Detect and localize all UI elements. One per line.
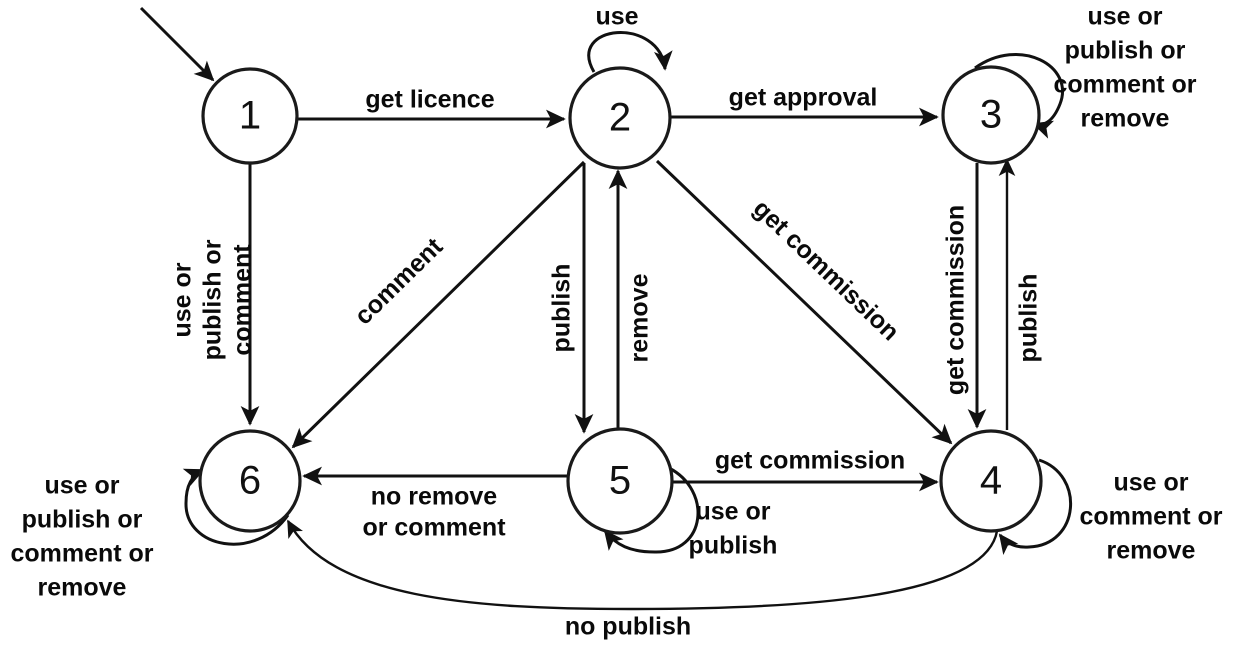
state-node-6[interactable]: 6	[198, 429, 302, 533]
state-circle-4	[939, 429, 1043, 533]
edge-label-1-to-6-line3: comment	[229, 244, 257, 356]
self-loop-label-3-line3: comment or	[1053, 71, 1196, 99]
self-loop-2	[587, 31, 673, 73]
state-circle-5	[566, 427, 674, 535]
self-loop-4	[998, 458, 1072, 556]
edge-label-5-to-6-line2: or comment	[362, 514, 506, 542]
edge-label-get-commission-5-4: get commission	[715, 447, 905, 475]
start-arrow	[139, 6, 215, 82]
edge-label-comment-text: comment	[349, 232, 448, 330]
edge-label-get-commission-3-4: get commission	[942, 205, 970, 395]
edge-label-publish-2-5: publish	[548, 264, 576, 353]
state-circle-1	[201, 67, 299, 165]
state-circle-6	[198, 429, 302, 533]
edge-label-publish-4-3-text: publish	[1015, 274, 1043, 363]
self-loop-label-5-line2: publish	[689, 532, 778, 560]
edge-label-5-to-6-line1: no remove	[371, 483, 498, 511]
state-node-1[interactable]: 1	[201, 67, 299, 165]
self-loop-label-3-line2: publish or	[1065, 37, 1186, 65]
state-node-2[interactable]: 2	[568, 66, 672, 170]
edge-label-use-loop2: use	[595, 3, 638, 31]
self-loop-label-6-line2: publish or	[22, 506, 143, 534]
self-loop-label-5-line1: use or	[695, 498, 770, 526]
state-label-3: 3	[980, 93, 1002, 137]
state-circle-2	[568, 66, 672, 170]
state-label-6: 6	[239, 459, 261, 503]
self-loop-label-6-line4: remove	[38, 574, 127, 602]
self-loop-label-4-line2: comment or	[1079, 503, 1222, 531]
edge-label-comment: comment	[349, 232, 448, 330]
self-loop-label-6-line1: use or	[44, 472, 119, 500]
edge-label-1-to-6-line2: publish or	[199, 239, 227, 360]
state-node-3[interactable]: 3	[941, 65, 1041, 165]
edge-label-get-commission-3-4-text: get commission	[942, 205, 970, 395]
edge-label-no-publish: no publish	[565, 613, 691, 641]
edge-label-publish-4-3: publish	[1015, 274, 1043, 363]
state-label-2: 2	[609, 96, 631, 140]
state-node-5[interactable]: 5	[566, 427, 674, 535]
self-loop-label-4-line1: use or	[1113, 469, 1188, 497]
edge-label-remove-5-2: remove	[626, 273, 654, 362]
edge-label-5-to-6: no remove or comment	[362, 483, 506, 542]
state-label-1: 1	[239, 94, 261, 138]
edge-label-1-to-6: use or publish or comment	[169, 239, 257, 360]
self-loop-label-6-line3: comment or	[10, 540, 153, 568]
edge-4-to-6	[286, 519, 999, 611]
self-loop-3	[974, 53, 1064, 139]
state-label-4: 4	[980, 459, 1002, 503]
state-label-5: 5	[609, 459, 631, 503]
edge-label-remove-5-2-text: remove	[626, 273, 654, 362]
self-loop-6	[182, 468, 290, 546]
self-loop-label-5: use or publish	[689, 498, 778, 560]
edge-label-publish-2-5-text: publish	[548, 264, 576, 353]
self-loop-label-6: use or publish or comment or remove	[10, 472, 153, 602]
self-loop-label-3-line1: use or	[1087, 3, 1162, 31]
self-loop-label-4: use or comment or remove	[1079, 469, 1222, 565]
edge-2-to-6	[291, 160, 586, 449]
self-loop-label-3: use or publish or comment or remove	[1053, 3, 1196, 133]
self-loop-label-4-line3: remove	[1107, 537, 1196, 565]
self-loop-label-3-line4: remove	[1081, 105, 1170, 133]
state-node-4[interactable]: 4	[939, 429, 1043, 533]
self-loop-5	[603, 466, 700, 554]
edge-label-get-approval: get approval	[729, 84, 878, 112]
edge-label-get-licence: get licence	[365, 86, 494, 114]
edge-2-to-4	[655, 159, 953, 445]
state-circle-3	[941, 65, 1041, 165]
edge-label-1-to-6-line1: use or	[169, 262, 197, 337]
